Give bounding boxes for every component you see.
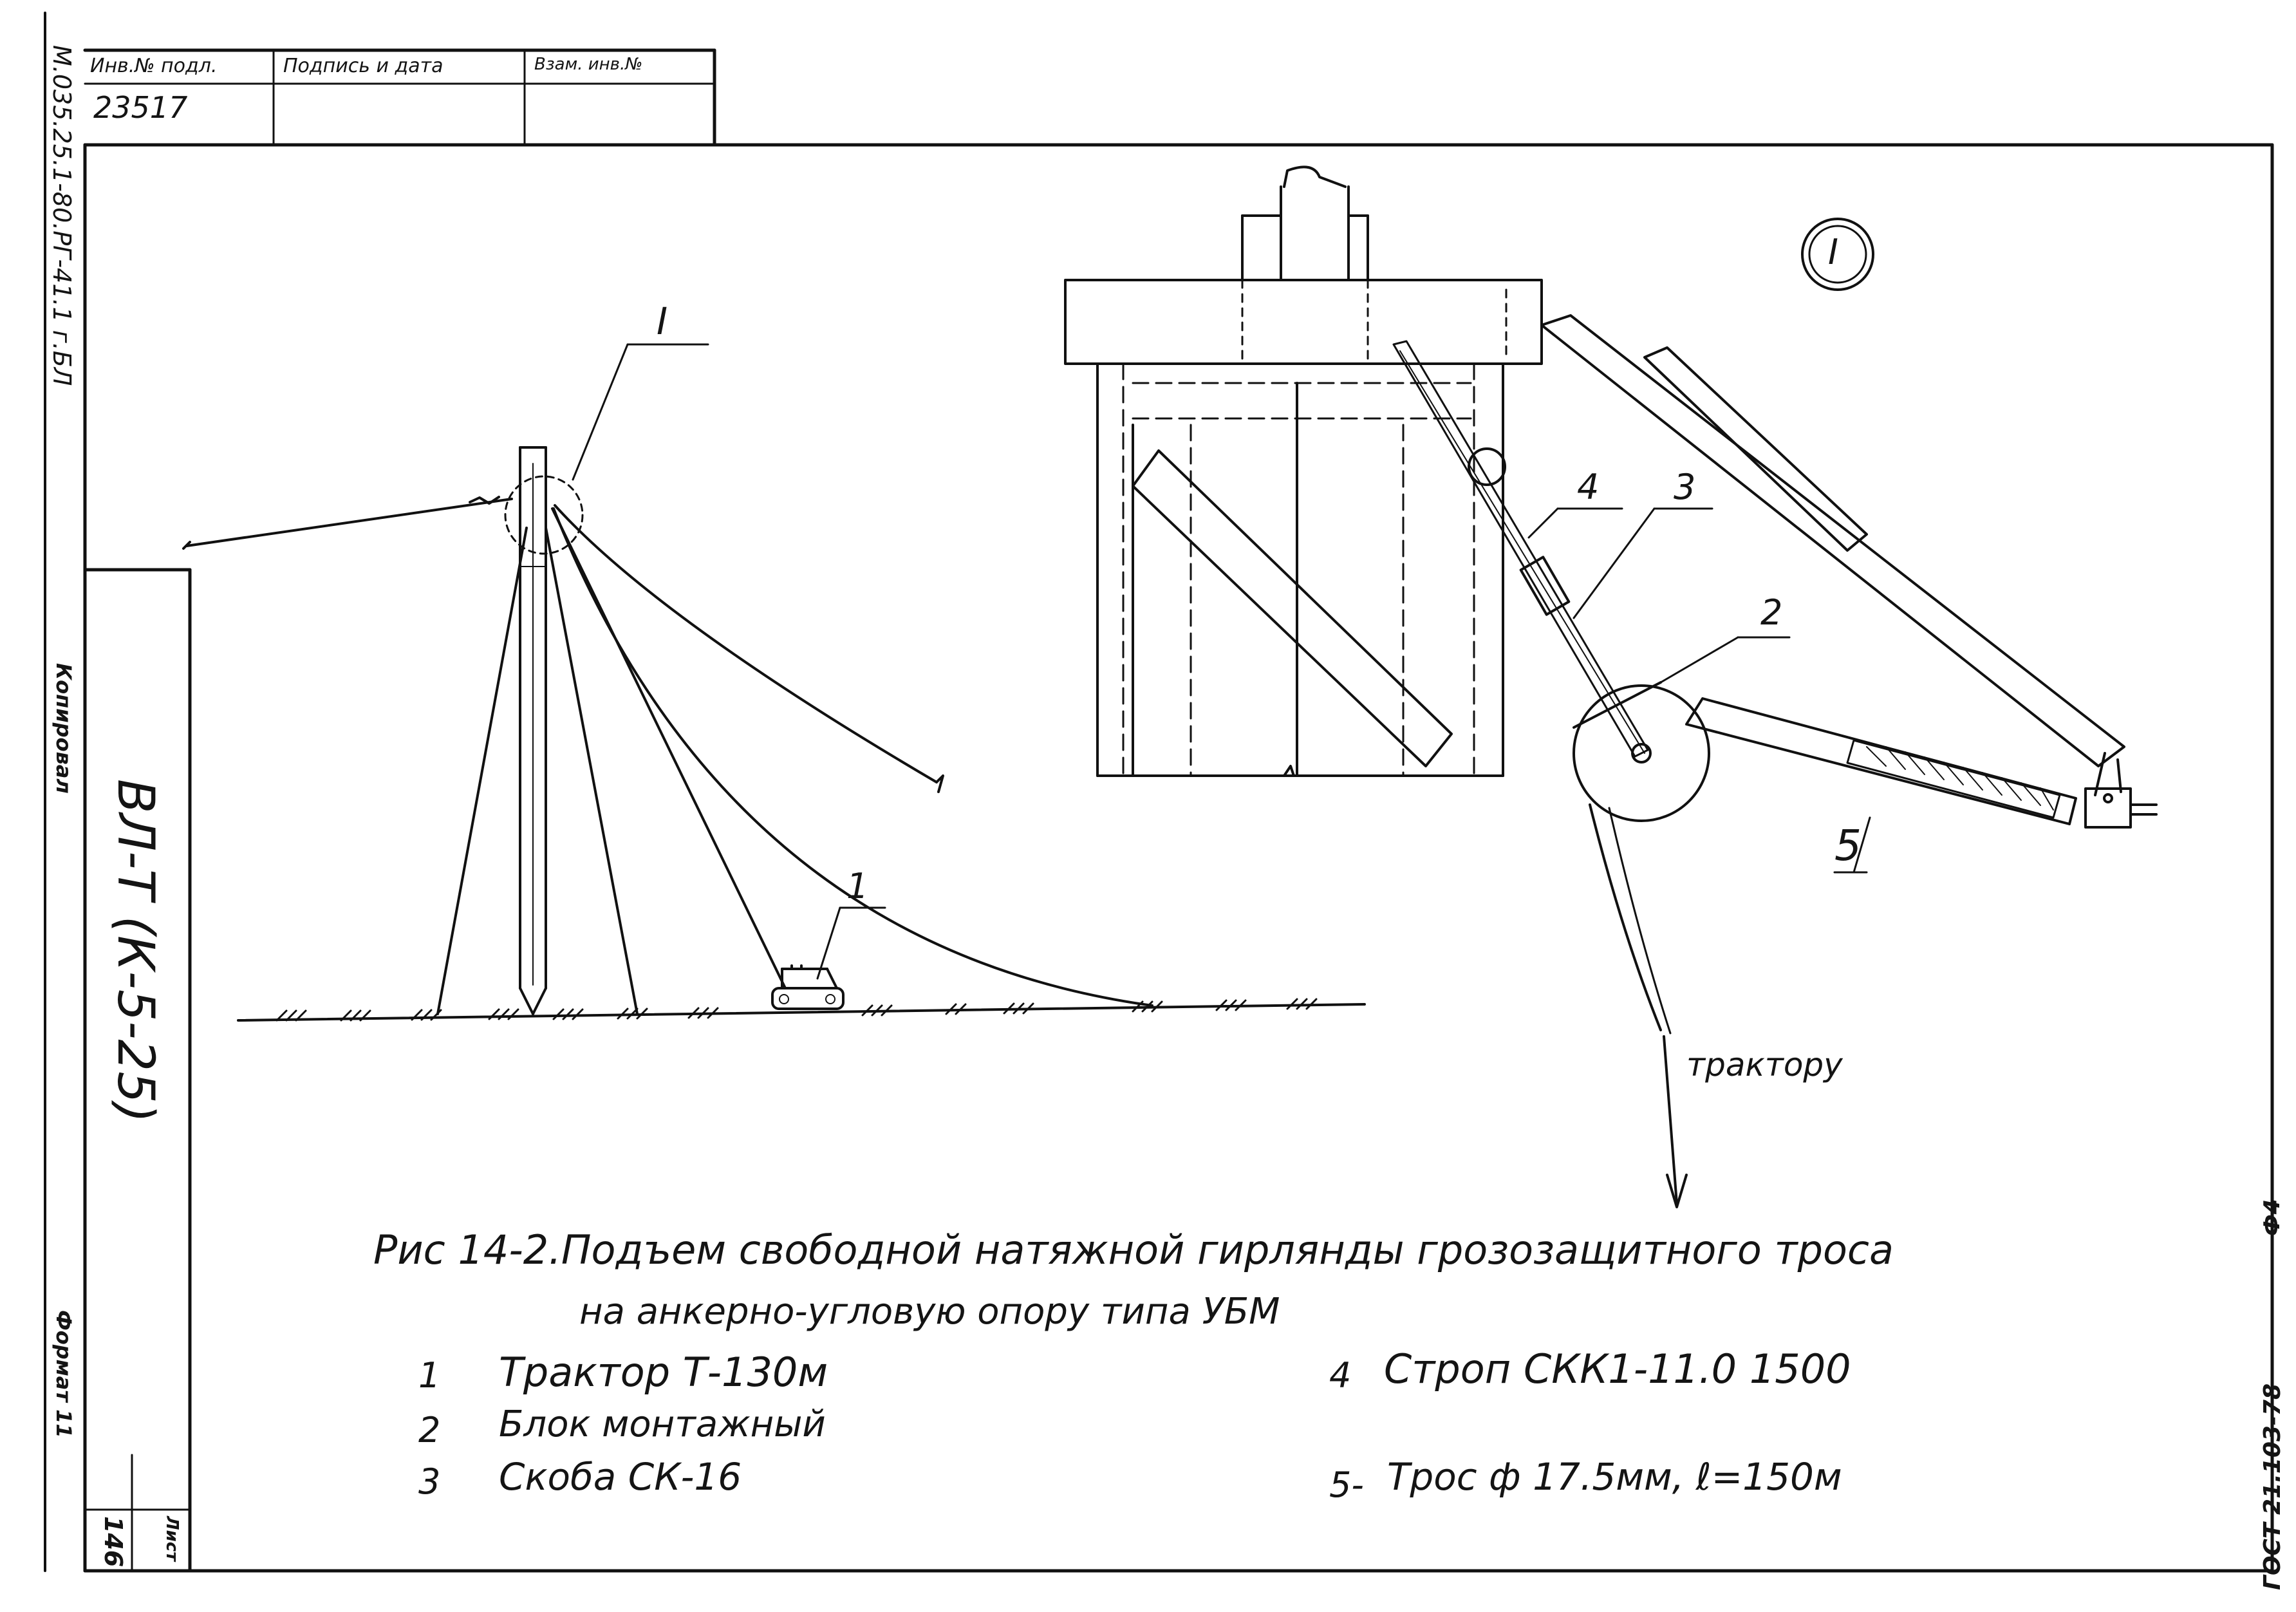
project-title: ВЛ-Т (К-5-25) xyxy=(106,779,164,1123)
callout-4: 4 xyxy=(1577,467,1600,507)
margin-format-label: Формат 11 xyxy=(51,1310,76,1438)
legend-num-4: 4 xyxy=(1329,1355,1352,1396)
legend-num-2: 2 xyxy=(418,1410,441,1450)
stamp-header-signature: Подпись и дата xyxy=(283,55,443,77)
sheet-number: 146 xyxy=(99,1516,127,1568)
legend-text-2: Блок монтажный xyxy=(499,1403,826,1445)
callout-5: 5 xyxy=(1834,821,1862,870)
callout-I-left: I xyxy=(657,299,668,343)
margin-document-code: М.035.25.1-80.РГ-41.1 г.БЛ xyxy=(48,45,76,386)
callout-1: 1 xyxy=(846,866,869,906)
right-margin-standard: ГОСТ 21.103-78 xyxy=(2259,1383,2286,1590)
legend-text-1: Трактор Т-130м xyxy=(499,1349,828,1396)
margin-copied-label: Копировал xyxy=(51,663,76,794)
legend-text-3: Скоба СК-16 xyxy=(499,1455,742,1499)
legend-text-5: Трос ф 17.5мм, ℓ=150м xyxy=(1387,1455,1842,1499)
callout-2: 2 xyxy=(1760,592,1783,633)
legend-num-1: 1 xyxy=(418,1355,441,1396)
detail-mark: I xyxy=(1828,232,1838,272)
figure-caption-line2: на анкерно-угловую опору типа УБМ xyxy=(579,1291,1280,1333)
right-margin-format: Ф4 xyxy=(2259,1199,2285,1236)
stamp-header-inventory: Инв.№ подл. xyxy=(90,55,218,77)
legend-text-4: Строп СКК1-11.0 1500 xyxy=(1384,1345,1851,1392)
sheet-label: Лист xyxy=(162,1516,182,1562)
callout-3: 3 xyxy=(1674,467,1696,507)
stamp-inventory-number: 23517 xyxy=(93,90,188,125)
stamp-header-replacement: Взам. инв.№ xyxy=(534,55,643,74)
legend-num-3: 3 xyxy=(418,1461,441,1502)
figure-caption-line1: Рис 14-2.Подъем свободной натяжной гирля… xyxy=(373,1226,1894,1273)
to-tractor-label: трактору xyxy=(1686,1046,1843,1083)
legend-num-5: 5- xyxy=(1329,1465,1364,1505)
